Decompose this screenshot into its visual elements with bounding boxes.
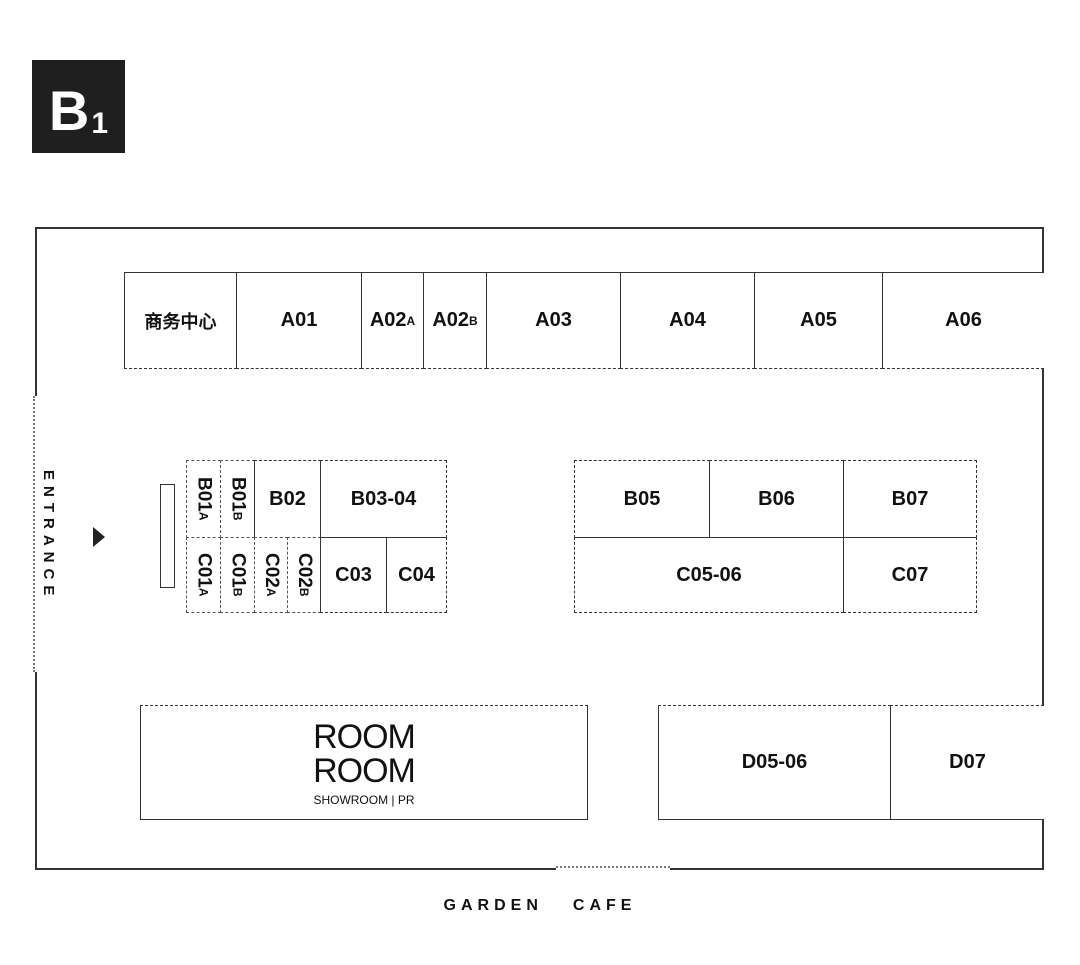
- garden-cafe-label: GARDEN CAFE: [0, 897, 1080, 915]
- business-center-label: 商务中心: [144, 311, 217, 332]
- stall-c04-label: C04: [398, 563, 435, 586]
- business-center[interactable]: 商务中心: [124, 272, 237, 369]
- stall-d05-06-label: D05-06: [741, 751, 808, 773]
- stall-b01a[interactable]: B01A: [186, 460, 221, 538]
- showroom-caption: SHOWROOM | PR: [313, 792, 415, 807]
- entrance-label: ENTRANCE: [40, 470, 57, 602]
- stall-c02b[interactable]: C02B: [287, 537, 321, 613]
- stall-a04-label: A04: [669, 309, 706, 331]
- stall-b03-04-label: B03-04: [350, 487, 417, 510]
- stall-b01a-label: B01A: [193, 477, 215, 521]
- showroom[interactable]: ROOM ROOM SHOWROOM | PR: [140, 705, 588, 820]
- stall-b06-label: B06: [758, 487, 795, 510]
- stall-c05-06-label: C05-06: [676, 563, 742, 586]
- stall-a06[interactable]: A06: [882, 272, 1044, 369]
- floor-letter: B: [48, 79, 90, 142]
- stall-a02a-label: A02: [369, 309, 407, 331]
- stall-c03-label: C03: [335, 563, 372, 586]
- logo-line1: ROOM: [313, 717, 416, 756]
- stall-c03[interactable]: C03: [320, 537, 387, 613]
- stall-a05-label: A05: [800, 309, 837, 331]
- stall-a02b-label: A02: [432, 309, 470, 331]
- garden-word: GARDEN: [443, 897, 543, 914]
- stall-c01b-label: C01B: [227, 553, 249, 597]
- stall-a01-label: A01: [280, 309, 318, 331]
- stall-b01b-label: B01B: [227, 477, 249, 521]
- stall-c04[interactable]: C04: [386, 537, 447, 613]
- entrance-arrow-icon: [93, 527, 105, 547]
- stall-c07-label: C07: [891, 563, 929, 586]
- stall-b01b[interactable]: B01B: [220, 460, 255, 538]
- room-room-logo: ROOM ROOM SHOWROOM | PR: [313, 717, 416, 807]
- stall-b07-label: B07: [891, 487, 929, 510]
- stall-a01[interactable]: A01: [236, 272, 362, 369]
- stall-c01a[interactable]: C01A: [186, 537, 221, 613]
- stall-a06-label: A06: [945, 309, 982, 331]
- stall-a05[interactable]: A05: [754, 272, 883, 369]
- entrance-opening: [33, 396, 39, 672]
- stall-d05-06[interactable]: D05-06: [658, 705, 891, 820]
- stall-c05-06[interactable]: C05-06: [574, 537, 844, 613]
- stall-c02b-label: C02B: [294, 553, 315, 597]
- cafe-word: CAFE: [572, 897, 637, 914]
- stall-c01b[interactable]: C01B: [220, 537, 255, 613]
- stall-d07[interactable]: D07: [890, 705, 1044, 820]
- stall-b03-04[interactable]: B03-04: [320, 460, 447, 538]
- stall-a03-label: A03: [535, 309, 572, 331]
- stall-b07[interactable]: B07: [843, 460, 977, 538]
- stall-a03[interactable]: A03: [486, 272, 621, 369]
- stall-b06[interactable]: B06: [709, 460, 844, 538]
- stall-a02b-sub: B: [469, 313, 478, 328]
- stall-a02a-sub: A: [406, 313, 416, 328]
- stall-d07-label: D07: [949, 751, 986, 773]
- stall-c01a-label: C01A: [193, 553, 215, 597]
- counter: [160, 484, 175, 588]
- stall-b05[interactable]: B05: [574, 460, 710, 538]
- garden-opening: [556, 866, 670, 873]
- stall-a04[interactable]: A04: [620, 272, 755, 369]
- stall-c02a[interactable]: C02A: [254, 537, 288, 613]
- logo-line2: ROOM: [313, 751, 416, 790]
- stall-b05-label: B05: [623, 487, 661, 510]
- floor-number: 1: [91, 107, 109, 140]
- stall-c02a-label: C02A: [261, 553, 282, 597]
- stall-b02[interactable]: B02: [254, 460, 321, 538]
- stall-c07[interactable]: C07: [843, 537, 977, 613]
- stall-b02-label: B02: [269, 487, 306, 510]
